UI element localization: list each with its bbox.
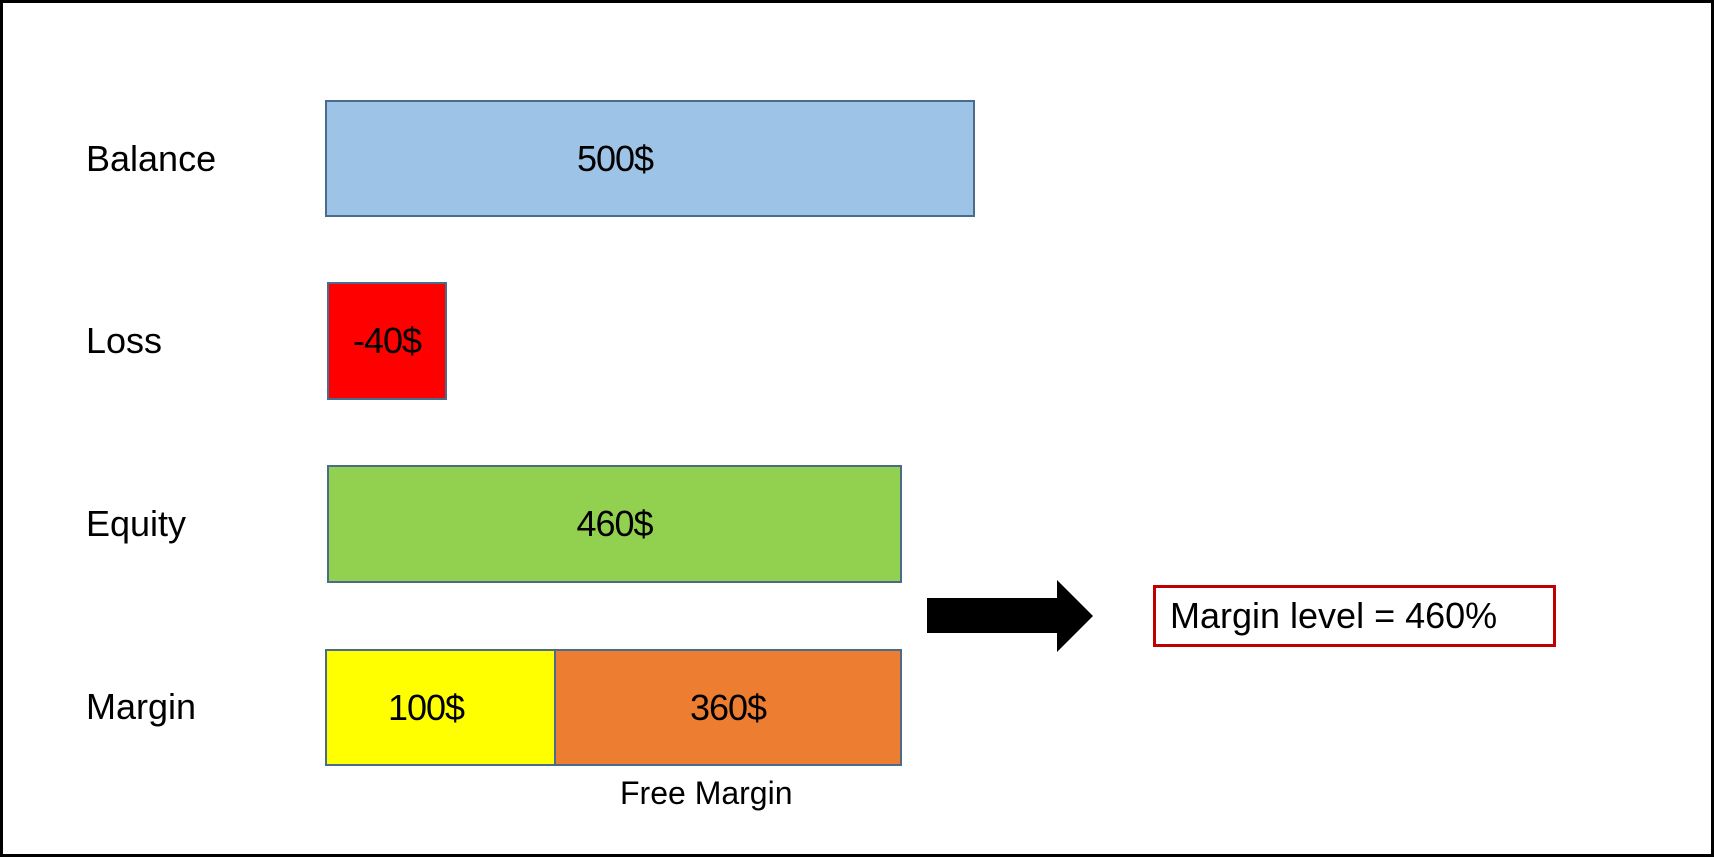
balance-label: Balance xyxy=(86,138,217,179)
equity-bar: 460$ xyxy=(327,465,902,583)
equity-value: 460$ xyxy=(576,503,653,544)
loss-bar: -40$ xyxy=(327,282,447,400)
right-arrow-icon xyxy=(927,580,1093,652)
free-margin-value: 360$ xyxy=(689,686,767,728)
equity-label: Equity xyxy=(86,503,187,544)
balance-bar: 500$ xyxy=(325,100,975,217)
used-margin-value: 100$ xyxy=(387,686,465,728)
margin-level-text: Margin level = 460% xyxy=(1170,595,1498,636)
used-margin-bar: 100$ xyxy=(325,649,556,766)
loss-label: Loss xyxy=(86,320,163,361)
free-margin-caption: Free Margin xyxy=(620,775,793,811)
loss-value: -40$ xyxy=(352,320,422,361)
margin-level-result: Margin level = 460% xyxy=(1153,585,1556,647)
free-margin-bar: 360$ xyxy=(554,649,902,766)
margin-label: Margin xyxy=(86,686,197,727)
balance-value: 500$ xyxy=(576,137,654,179)
